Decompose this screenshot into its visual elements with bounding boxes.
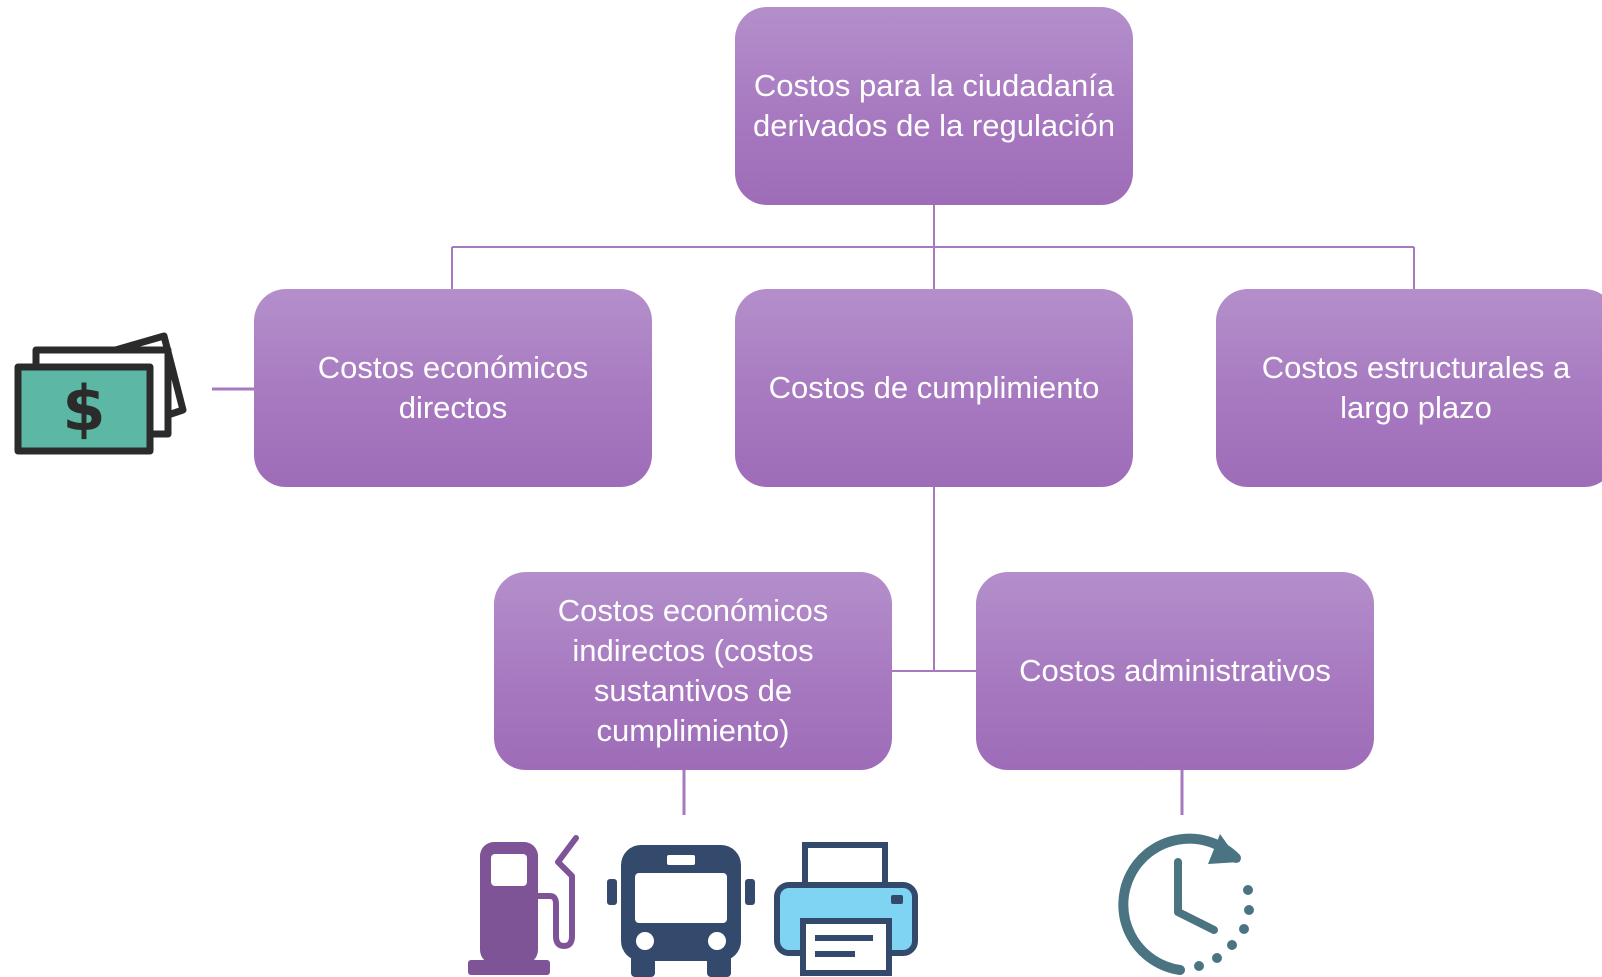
node-label: Costos estructurales a largo plazo bbox=[1261, 350, 1571, 425]
node-costos-economicos-directos: Costos económicos directos bbox=[254, 289, 652, 487]
money-icon: $ bbox=[14, 332, 187, 455]
node-label: Costos económicos indirectos (costos sus… bbox=[557, 593, 829, 748]
fuel-pump-icon bbox=[468, 835, 579, 975]
node-costos-estructurales: Costos estructurales a largo plazo bbox=[1216, 289, 1602, 487]
node-label: Costos administrativos bbox=[1019, 653, 1331, 688]
svg-text:$: $ bbox=[62, 372, 105, 445]
printer-icon bbox=[774, 842, 918, 976]
root-node-label: Costos para la ciudadanía derivados de l… bbox=[753, 68, 1115, 143]
node-label: Costos económicos directos bbox=[317, 350, 589, 425]
bus-icon bbox=[607, 845, 755, 977]
node-costos-administrativos: Costos administrativos bbox=[976, 572, 1374, 770]
root-node: Costos para la ciudadanía derivados de l… bbox=[735, 7, 1133, 205]
clock-icon bbox=[1118, 833, 1254, 975]
node-costos-de-cumplimiento: Costos de cumplimiento bbox=[735, 289, 1133, 487]
node-label: Costos de cumplimiento bbox=[768, 370, 1100, 405]
node-costos-economicos-indirectos: Costos económicos indirectos (costos sus… bbox=[494, 572, 892, 770]
